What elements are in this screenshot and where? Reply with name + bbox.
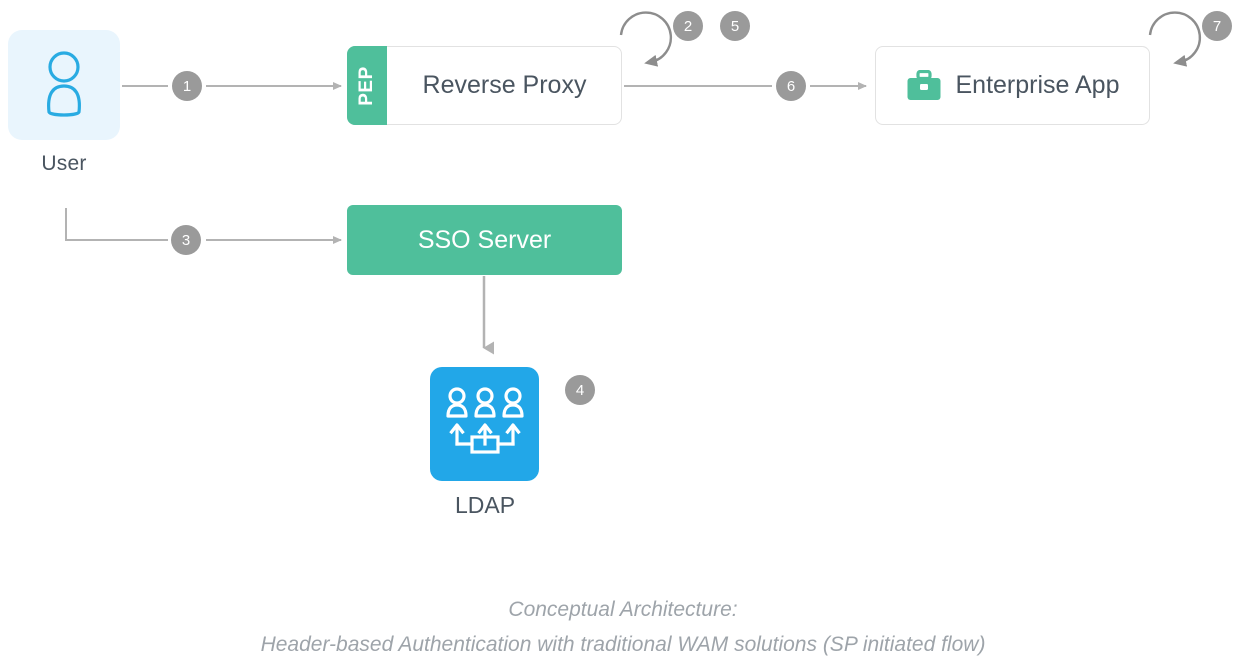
- sso-server-label: SSO Server: [417, 225, 552, 254]
- step-badge-3: 3: [171, 225, 201, 255]
- step-badge-6: 6: [776, 71, 806, 101]
- enterprise-app-label: Enterprise App: [955, 71, 1120, 99]
- step-badge-7: 7: [1202, 11, 1232, 41]
- caption: Conceptual Architecture: Header-based Au…: [0, 592, 1246, 662]
- reverse-proxy-node: [347, 46, 622, 125]
- ldap-node-tile: [430, 367, 539, 481]
- step-badge-2: 2: [673, 11, 703, 41]
- step-badge-5: 5: [720, 11, 750, 41]
- loop-arrow-enterprise-app: [1148, 11, 1202, 67]
- sso-server-node: SSO Server: [347, 205, 622, 275]
- user-node-label: User: [41, 152, 87, 175]
- caption-line-2: Header-based Authentication with traditi…: [260, 633, 986, 656]
- directory-users-icon: [444, 386, 526, 462]
- caption-line-1: Conceptual Architecture:: [508, 598, 738, 621]
- enterprise-app-node: Enterprise App: [875, 46, 1150, 125]
- ldap-node-label: LDAP: [454, 492, 516, 518]
- connector-step-3-elbow: [65, 208, 168, 241]
- pep-tab-label: PEP: [356, 65, 377, 106]
- step-badge-4: 4: [565, 375, 595, 405]
- user-person-icon: [8, 30, 120, 140]
- step-badge-1: 1: [172, 71, 202, 101]
- loop-arrow-reverse-proxy: [619, 11, 673, 67]
- pep-tab: PEP: [347, 46, 387, 125]
- reverse-proxy-label: Reverse Proxy: [422, 71, 587, 99]
- briefcase-icon: [906, 69, 942, 102]
